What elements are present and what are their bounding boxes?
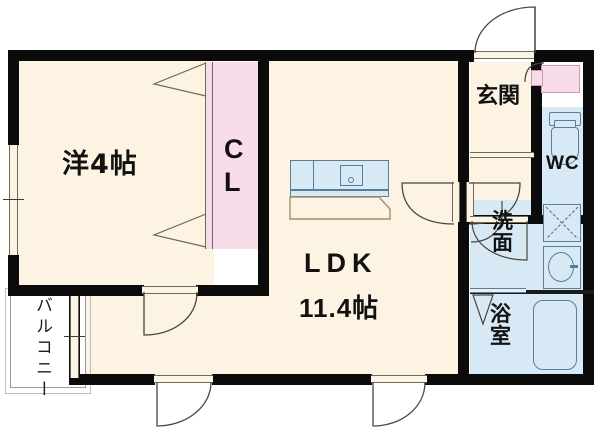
label-bath: 浴室 xyxy=(490,302,512,349)
bath-door-folding-icon xyxy=(472,294,494,326)
ldk-hall-door-leaf[interactable] xyxy=(452,182,460,222)
wall-ldk-bottom-left xyxy=(69,374,155,385)
wall-top-ldk xyxy=(265,50,470,61)
ldk-hall-door-arc xyxy=(401,182,455,225)
kitchen-base-cabinet xyxy=(289,196,391,220)
kitchen-counter-divider xyxy=(313,160,315,190)
vanity-faucet xyxy=(570,265,578,268)
partition-bath-door-lintel xyxy=(470,288,526,293)
entrance-inner-door-leaf[interactable] xyxy=(466,182,474,222)
wall-ldk-right-2 xyxy=(458,182,469,222)
washing-machine-x-icon xyxy=(545,206,579,240)
wall-closet-right xyxy=(258,50,269,296)
label-wc: WC xyxy=(546,153,580,174)
label-closet-l: L xyxy=(224,167,242,197)
label-ldk-size: 11.4帖 xyxy=(299,293,380,323)
washroom-inner-door-arc xyxy=(470,201,503,243)
wall-left-lower xyxy=(8,255,19,295)
closet-door-panel-lower[interactable] xyxy=(205,155,213,249)
entrance-step xyxy=(470,152,534,158)
wall-wc-bottom xyxy=(463,215,594,224)
room-entrance xyxy=(470,62,534,182)
bathtub xyxy=(533,300,577,370)
closet-door-panel-upper[interactable] xyxy=(205,62,213,155)
ldk-window-left[interactable] xyxy=(154,375,213,383)
entrance-door-leaf[interactable] xyxy=(474,51,534,59)
room-bedroom xyxy=(14,57,214,288)
entrance-inner-door-arc xyxy=(468,182,521,225)
wall-hall-wc xyxy=(531,107,542,221)
bedroom-door-arc xyxy=(143,291,198,336)
ldk-window-right[interactable] xyxy=(371,375,427,383)
label-closet-c: C xyxy=(224,134,245,164)
wall-bottom-water xyxy=(463,374,594,385)
room-closet xyxy=(209,62,265,249)
ldk-window-left-arc xyxy=(156,381,212,427)
kitchen-sink-bowl xyxy=(340,165,363,186)
bedroom-door-leaf[interactable] xyxy=(142,286,198,294)
wall-ldk-right-3 xyxy=(458,222,469,380)
washroom-door-arc xyxy=(471,220,528,261)
wall-washroom-door-right xyxy=(531,215,542,224)
label-balcony: バルコニー xyxy=(32,296,52,401)
label-ldk: LDK xyxy=(304,248,378,278)
ldk-window-right-arc xyxy=(372,381,426,427)
kitchen-sink-drain xyxy=(348,177,354,183)
vanity-basin xyxy=(548,252,574,282)
wall-left-upper xyxy=(8,50,19,145)
closet-fold-indicator-lower xyxy=(152,213,207,248)
wall-top-left xyxy=(8,50,265,61)
room-ldk xyxy=(75,288,463,380)
partition-washroom-bath xyxy=(470,290,594,294)
closet-fold-indicator-upper xyxy=(152,62,207,97)
wall-ldk-bottom-mid xyxy=(212,374,372,385)
washroom-door-leaf[interactable] xyxy=(470,216,528,223)
entrance-door-swing-arc xyxy=(474,6,536,54)
label-washroom: 洗面 xyxy=(492,209,514,256)
wall-ldk-right xyxy=(458,50,469,182)
balcony-sliding-mullion xyxy=(64,336,85,338)
wall-bedroom-bottom-right xyxy=(196,285,266,296)
bedroom-window-mullion xyxy=(3,199,24,201)
toilet-bowl xyxy=(551,127,579,165)
wall-top-right xyxy=(534,50,594,62)
shoe-cabinet xyxy=(541,65,580,93)
kitchen-counter xyxy=(290,160,389,190)
label-bedroom: 洋4帖 xyxy=(62,149,138,180)
wall-ldk-bottom-right xyxy=(425,374,463,385)
shoe-cabinet-step xyxy=(531,70,543,86)
shoe-cabinet-door-swing xyxy=(524,62,545,83)
label-entrance: 玄関 xyxy=(476,84,521,109)
